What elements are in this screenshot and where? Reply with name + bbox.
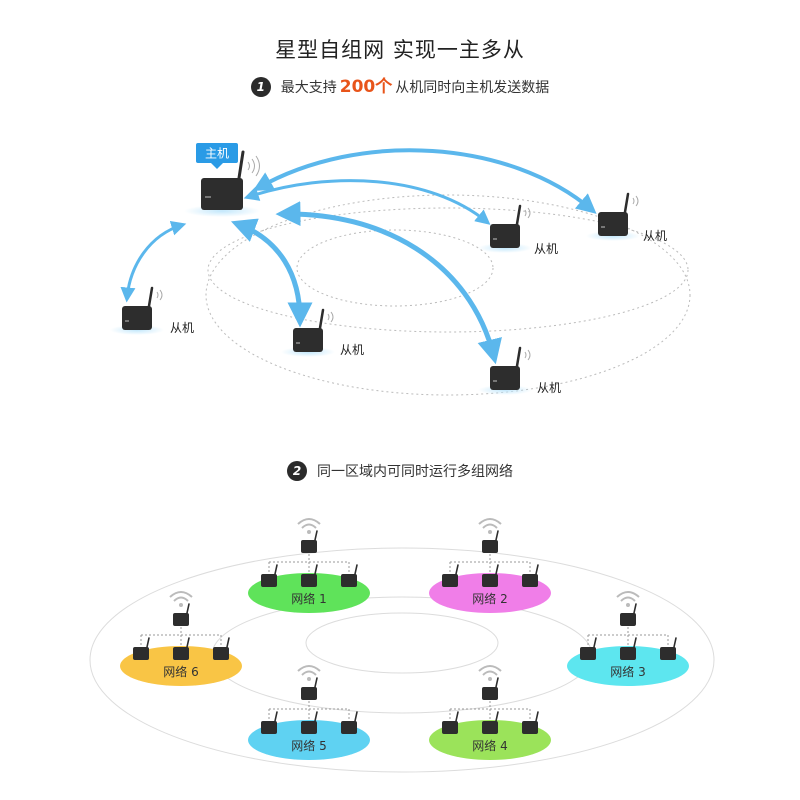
area-inner xyxy=(305,612,499,674)
slave-label: 从机 xyxy=(170,321,194,335)
slave-device: 从机 xyxy=(110,286,194,335)
network-links xyxy=(268,554,350,573)
node-device xyxy=(301,564,318,587)
step-1-suffix: 从机同时向主机发送数据 xyxy=(395,80,550,96)
slave-label: 从机 xyxy=(340,343,364,357)
node-device xyxy=(133,637,150,660)
coordinator-device xyxy=(482,530,499,553)
wifi-icon xyxy=(297,665,321,681)
arrow-master-slave-3 xyxy=(275,201,502,365)
link-arrows xyxy=(120,148,597,365)
step-1-prefix: 最大支持 xyxy=(280,80,337,96)
multi-network: 网络 1 网络 2 网络 3 网络 4 网络 5 网络 6 xyxy=(89,518,715,773)
step-2-caption: 2 同一区域内可同时运行多组网络 xyxy=(0,461,800,481)
step-1-highlight: 200个 xyxy=(339,77,393,97)
coordinator-device xyxy=(301,677,318,700)
node-device xyxy=(261,564,278,587)
step-2-text: 同一区域内可同时运行多组网络 xyxy=(317,464,513,480)
node-device xyxy=(261,711,278,734)
network-group: 网络 3 xyxy=(567,591,689,686)
network-area xyxy=(567,646,689,686)
slave-device: 从机 xyxy=(478,204,558,256)
node-device xyxy=(173,637,190,660)
wifi-icon xyxy=(478,518,502,534)
slave-device: 从机 xyxy=(281,308,364,357)
network-area xyxy=(248,720,370,760)
area-outer xyxy=(89,547,715,773)
coordinator-device xyxy=(482,677,499,700)
network-groups: 网络 1 网络 2 网络 3 网络 4 网络 5 网络 6 xyxy=(120,518,689,760)
node-device xyxy=(482,711,499,734)
node-device xyxy=(301,711,318,734)
wifi-icon xyxy=(616,591,640,607)
signal-icon xyxy=(632,195,639,207)
node-device xyxy=(522,564,539,587)
arrow-master-slave-2 xyxy=(230,218,313,328)
wifi-icon xyxy=(169,591,193,607)
node-device xyxy=(442,564,459,587)
slave-device: 从机 xyxy=(478,346,561,395)
node-device xyxy=(213,637,230,660)
network-group: 网络 4 xyxy=(429,665,551,760)
network-links xyxy=(140,627,222,646)
master-badge: 主机 xyxy=(196,143,238,169)
network-group: 网络 6 xyxy=(120,591,242,686)
signal-icon xyxy=(156,289,163,301)
network-label: 网络 3 xyxy=(610,664,645,679)
network-group: 网络 1 xyxy=(248,518,370,613)
arrow-master-slave-1 xyxy=(120,220,187,303)
network-label: 网络 2 xyxy=(472,591,507,606)
network-label: 网络 4 xyxy=(472,738,507,753)
network-area xyxy=(429,720,551,760)
coordinator-device xyxy=(173,603,190,626)
network-label: 网络 5 xyxy=(291,738,326,753)
network-area xyxy=(429,573,551,613)
area-middle xyxy=(211,596,593,714)
node-device xyxy=(522,711,539,734)
slave-label: 从机 xyxy=(643,229,667,243)
node-device xyxy=(442,711,459,734)
slave-device: 从机 xyxy=(586,192,667,243)
slave-label: 从机 xyxy=(534,242,558,256)
network-area xyxy=(248,573,370,613)
node-device xyxy=(341,564,358,587)
network-group: 网络 5 xyxy=(248,665,370,760)
signal-icon xyxy=(524,207,531,219)
page-title: 星型自组网 实现一主多从 xyxy=(275,38,525,62)
network-links xyxy=(268,701,350,720)
master-device: 主机 xyxy=(184,143,260,217)
coordinator-device xyxy=(620,603,637,626)
node-device xyxy=(580,637,597,660)
network-links xyxy=(449,701,531,720)
node-device xyxy=(620,637,637,660)
step-1-number: 1 xyxy=(250,77,271,97)
signal-icon xyxy=(524,349,531,361)
wifi-icon xyxy=(478,665,502,681)
coordinator-device xyxy=(301,530,318,553)
network-label: 网络 1 xyxy=(291,591,326,606)
wifi-icon xyxy=(297,518,321,534)
master-label: 主机 xyxy=(205,147,229,161)
network-group: 网络 2 xyxy=(429,518,551,613)
network-links xyxy=(449,554,531,573)
slave-label: 从机 xyxy=(537,381,561,395)
network-links xyxy=(587,627,669,646)
arrow-master-slave-5 xyxy=(252,148,597,214)
node-device xyxy=(660,637,677,660)
signal-icon xyxy=(247,161,250,171)
network-label: 网络 6 xyxy=(163,664,198,679)
node-device xyxy=(341,711,358,734)
network-area xyxy=(120,646,242,686)
node-device xyxy=(482,564,499,587)
signal-icon xyxy=(327,311,334,323)
step-2-number: 2 xyxy=(287,461,307,481)
orbit-middle xyxy=(207,207,689,333)
